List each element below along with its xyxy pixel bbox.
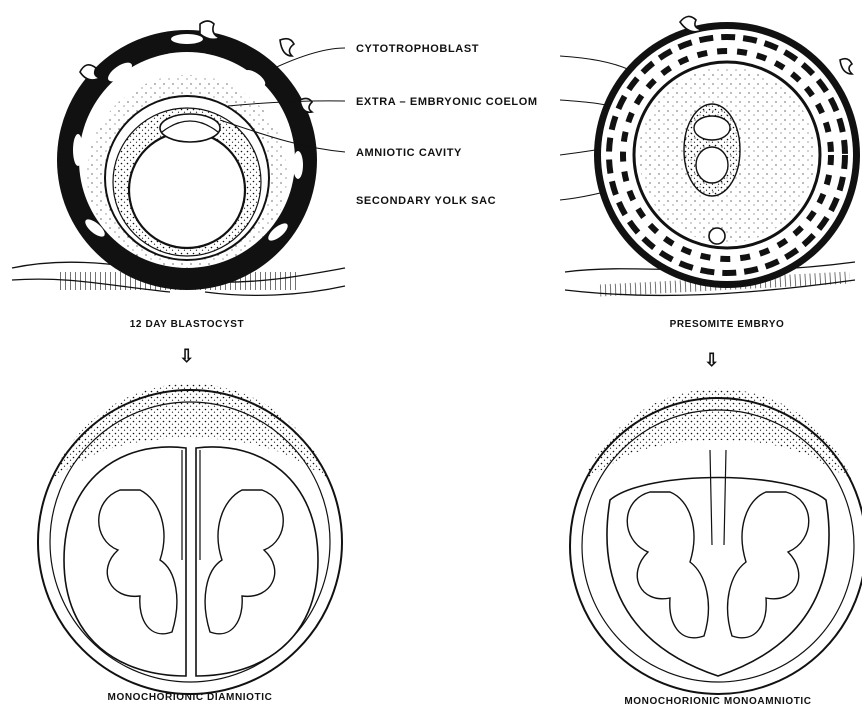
label-secondary-yolk-sac: SECONDARY YOLK SAC: [356, 195, 496, 207]
label-cytotrophoblast: CYTOTROPHOBLAST: [356, 43, 479, 55]
down-arrow-right-icon: ⇩: [704, 350, 720, 370]
caption-presomite-embryo: PRESOMITE EMBRYO: [670, 319, 785, 330]
down-arrow-left-icon: ⇩: [179, 346, 195, 366]
diamniotic-twins-figure: [38, 383, 342, 694]
caption-12-day-blastocyst: 12 DAY BLASTOCYST: [130, 319, 245, 330]
caption-monochorionic-diamniotic: MONOCHORIONIC DIAMNIOTIC: [108, 692, 273, 703]
label-extra-embryonic-coelom: EXTRA – EMBRYONIC COELOM: [356, 96, 538, 108]
blastocyst-figure: [12, 21, 345, 295]
monoamniotic-twins-figure: [570, 389, 862, 694]
label-amniotic-cavity: AMNIOTIC CAVITY: [356, 147, 462, 159]
presomite-embryo-figure: [565, 16, 860, 296]
caption-monochorionic-monoamniotic: MONOCHORIONIC MONOAMNIOTIC: [624, 696, 811, 707]
